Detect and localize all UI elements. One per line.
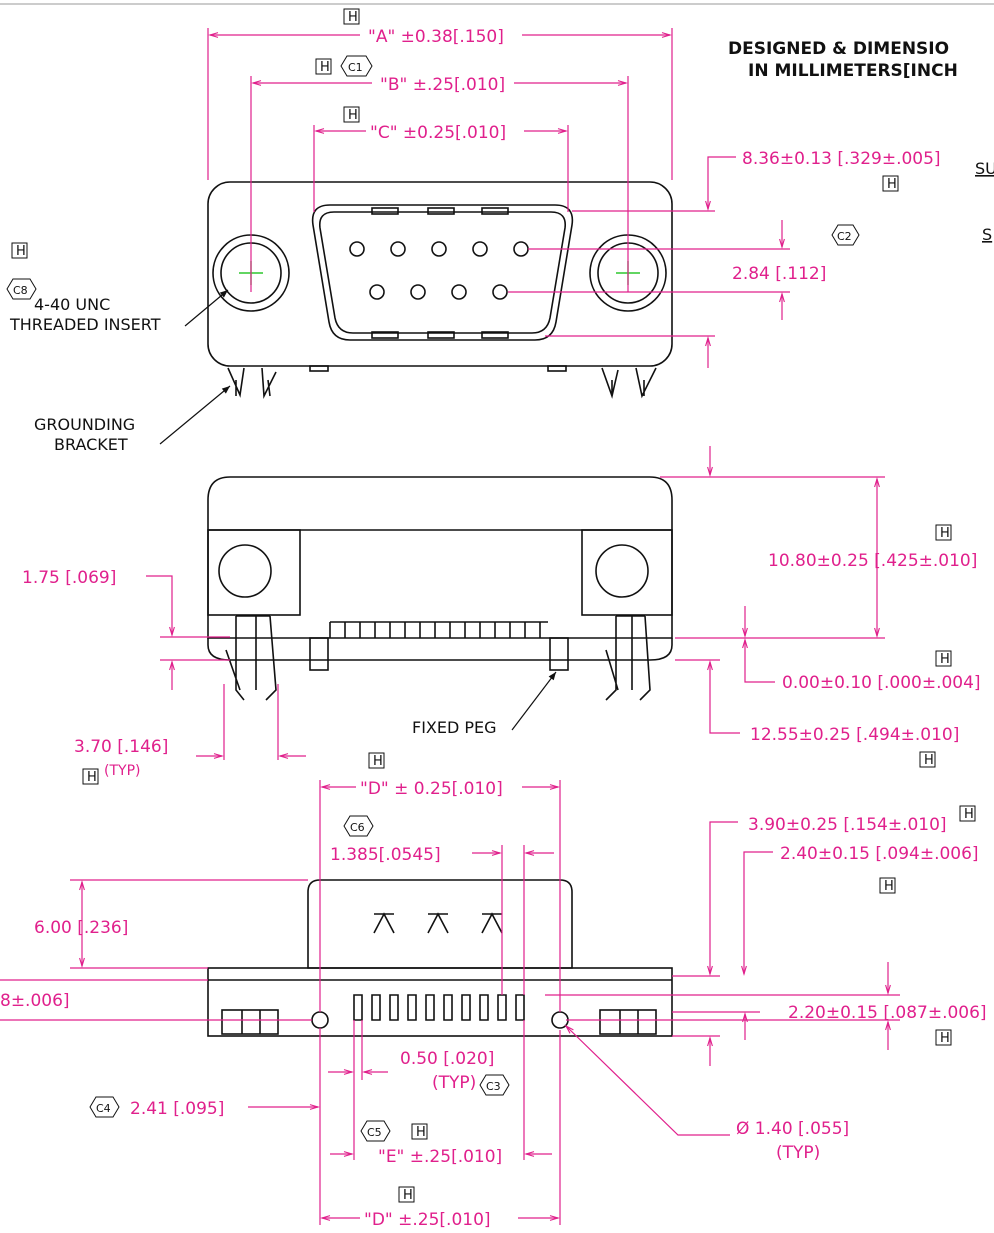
dim-a: "A" ±0.38[.150] — [368, 27, 504, 47]
grounding-bracket-line-1: GROUNDING — [34, 415, 135, 434]
grounding-bracket-line-2: BRACKET — [54, 435, 128, 454]
title-line-2: IN MILLIMETERS[INCH — [748, 61, 958, 81]
svg-text:H: H — [940, 1031, 950, 1046]
dim-0-50: 0.50 [.020] — [400, 1049, 494, 1069]
svg-text:C4: C4 — [96, 1102, 111, 1115]
c5-marker: C5 — [360, 1120, 391, 1142]
c2-marker: C2 — [831, 224, 860, 246]
c3-marker: C3 — [479, 1074, 510, 1096]
svg-text:H: H — [884, 879, 894, 894]
dimension-texts: "A" ±0.38[.150] "B" ±.25[.010] "C" ±0.25… — [0, 27, 987, 1230]
bottom-view — [207, 879, 673, 1037]
dim-0-50-typ: (TYP) — [432, 1073, 476, 1093]
h-marker: H — [343, 8, 360, 25]
svg-text:H: H — [348, 108, 358, 123]
h-marker: H — [398, 1186, 415, 1203]
h-marker: H — [919, 751, 936, 768]
h-marker: H — [343, 106, 360, 123]
h-marker: H — [411, 1123, 428, 1140]
dim-b: "B" ±.25[.010] — [380, 75, 505, 95]
svg-text:C8: C8 — [13, 284, 28, 297]
svg-text:C2: C2 — [837, 230, 852, 243]
h-marker: H — [959, 805, 976, 822]
dim-8-36: 8.36±0.13 [.329±.005] — [742, 149, 941, 169]
h-marker: H — [935, 1029, 952, 1046]
h-marker: H — [882, 175, 899, 192]
svg-text:H: H — [924, 753, 934, 768]
leader-lines — [159, 289, 557, 731]
svg-text:H: H — [887, 177, 897, 192]
svg-text:H: H — [964, 807, 974, 822]
dim-e: "E" ±.25[.010] — [378, 1147, 502, 1167]
h-marker: H — [935, 524, 952, 541]
dim-3-70: 3.70 [.146] — [74, 737, 168, 757]
h-marker: H — [11, 242, 28, 259]
dim-2-84: 2.84 [.112] — [732, 264, 826, 284]
svg-text:H: H — [373, 754, 383, 769]
svg-text:H: H — [87, 770, 97, 785]
front-view — [207, 181, 673, 399]
side-note-su: SU — [975, 159, 994, 178]
title-line-1: DESIGNED & DIMENSIO — [728, 39, 949, 59]
threaded-insert-line-1: 4-40 UNC — [34, 295, 110, 314]
side-note-s: S — [982, 225, 992, 244]
dim-6-00: 6.00 [.236] — [34, 918, 128, 938]
dim-1-385: 1.385[.0545] — [330, 845, 441, 865]
svg-text:H: H — [16, 244, 26, 259]
dim-d-bottom: "D" ±.25[.010] — [364, 1210, 491, 1230]
svg-text:H: H — [940, 526, 950, 541]
h-marker: H — [879, 877, 896, 894]
svg-text:H: H — [940, 652, 950, 667]
dim-left-cut: 8±.006] — [0, 991, 70, 1011]
dimension-lines — [0, 28, 900, 1225]
h-marker: H — [935, 650, 952, 667]
dim-2-41: 2.41 [.095] — [130, 1099, 224, 1119]
dim-2-40: 2.40±0.15 [.094±.006] — [780, 844, 979, 864]
c8-marker: C8 — [6, 278, 37, 300]
dim-dia-typ: (TYP) — [776, 1143, 820, 1163]
h-marker: H — [82, 768, 99, 785]
c4-marker: C4 — [89, 1096, 120, 1118]
svg-text:H: H — [416, 1125, 426, 1140]
dim-0-00: 0.00±0.10 [.000±.004] — [782, 673, 981, 693]
dim-d-top: "D" ± 0.25[.010] — [360, 779, 503, 799]
dim-3-90: 3.90±0.25 [.154±.010] — [748, 815, 947, 835]
svg-text:C6: C6 — [350, 821, 365, 834]
c6-marker: C6 — [343, 815, 374, 837]
dim-c: "C" ±0.25[.010] — [370, 123, 506, 143]
svg-text:C3: C3 — [486, 1080, 501, 1093]
svg-text:C1: C1 — [348, 61, 363, 74]
dim-3-70-typ: (TYP) — [104, 763, 140, 779]
h-marker: H — [368, 752, 385, 769]
dim-10-80: 10.80±0.25 [.425±.010] — [768, 551, 977, 571]
dim-1-75: 1.75 [.069] — [22, 568, 116, 588]
threaded-insert-line-2: THREADED INSERT — [9, 315, 161, 334]
h-marker: H — [315, 58, 332, 75]
dim-dia-1-40: Ø 1.40 [.055] — [736, 1119, 849, 1139]
svg-text:C5: C5 — [367, 1126, 382, 1139]
marker-symbols: H H C1 H H C2 H C8 H H H H H C6 H H H C3… — [6, 8, 976, 1203]
dim-2-20: 2.20±0.15 [.087±.006] — [788, 1003, 987, 1023]
c1-marker: C1 — [340, 55, 373, 77]
svg-text:H: H — [348, 10, 358, 25]
fixed-peg-label: FIXED PEG — [412, 718, 497, 737]
svg-text:H: H — [403, 1188, 413, 1203]
side-view — [207, 476, 673, 701]
dim-12-55: 12.55±0.25 [.494±.010] — [750, 725, 959, 745]
svg-text:H: H — [320, 60, 330, 75]
